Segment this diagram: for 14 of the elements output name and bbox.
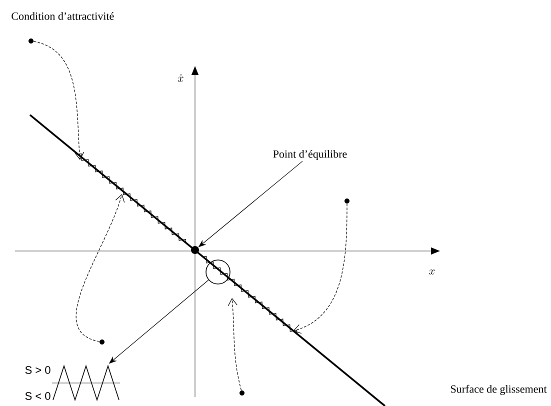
sign-label: S < 0 (25, 392, 50, 400)
trajectory-arrow (293, 203, 348, 334)
magnifier-circle (206, 260, 230, 284)
caption-label: Surface de glissement (451, 384, 547, 396)
trajectory-arrow (33, 41, 84, 160)
trajectory-arrow (76, 194, 125, 342)
caption-label: Condition d’attractivité (12, 12, 114, 20)
axis-label: $\dot{x}$ (178, 74, 184, 82)
equilibrium-point (191, 246, 199, 254)
trajectory-arrow (228, 298, 242, 391)
sign-label: S > 0 (25, 366, 50, 374)
zigzag-drawing (52, 364, 120, 402)
axis-label: $x$ (429, 270, 435, 274)
callout-text: Point d’équilibre (273, 150, 347, 160)
